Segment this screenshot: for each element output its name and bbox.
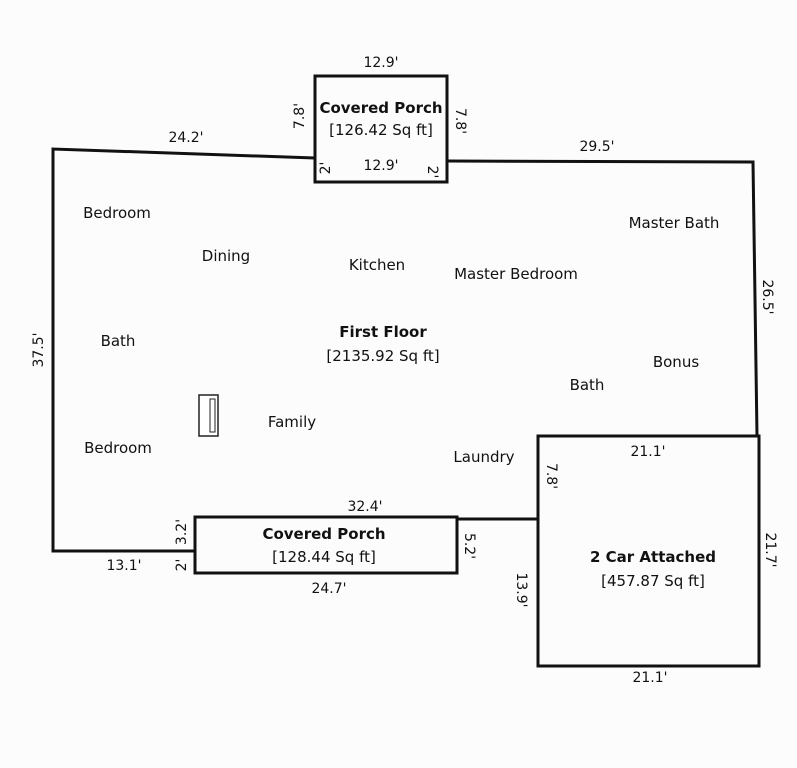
dim-garage-bottom: 21.1' [632,670,667,686]
dim-rear-wall: 32.4' [347,499,382,515]
dim-porch-bottom-left: 3.2' [174,519,190,545]
room-label-bath: Bath [101,332,136,350]
room-label-master-bedroom: Master Bedroom [454,265,578,283]
dim-porch-top-inner-width: 12.9' [363,158,398,174]
dim-garage-left-upper: 7.8' [543,463,559,489]
dim-garage-right: 21.7' [762,532,778,567]
dim-garage-top: 21.1' [630,444,665,460]
porch-bottom-title: Covered Porch [262,525,385,543]
garage-area: [457.87 Sq ft] [601,572,705,590]
dim-left-wall: 37.5' [31,332,47,367]
dim-porch-top-right-depth: 7.8' [452,108,468,134]
dim-porch-top-width: 12.9' [363,55,398,71]
porch-top-title: Covered Porch [319,99,442,117]
fireplace-icon [198,394,219,437]
first-floor-area: [2135.92 Sq ft] [326,347,439,365]
dim-top-left-wall: 24.2' [168,130,203,146]
porch-top-area: [126.42 Sq ft] [329,121,433,139]
garage-outline [536,434,761,668]
garage-title: 2 Car Attached [590,548,716,566]
covered-porch-top [313,74,449,184]
fireplace-hearth [209,398,216,433]
dim-porch-top-left-depth: 7.8' [292,103,308,129]
dim-garage-left-lower: 13.9' [513,572,529,607]
dim-porch-top-left-notch: 2' [318,162,334,175]
dim-porch-bottom-notch: 2' [174,559,190,572]
dim-bottom-left-wall: 13.1' [106,558,141,574]
covered-porch-bottom [193,515,459,575]
room-label-family: Family [268,413,316,431]
dim-porch-top-right-notch: 2' [424,166,440,179]
dim-porch-bottom-right: 5.2' [461,533,477,559]
first-floor-title: First Floor [339,323,427,341]
porch-bottom-area: [128.44 Sq ft] [272,548,376,566]
dim-right-wall: 26.5' [759,279,775,314]
room-label-bonus: Bonus [653,353,699,371]
room-label-bath-2: Bath [570,376,605,394]
first-floor-outline [51,147,316,553]
room-label-kitchen: Kitchen [349,256,405,274]
room-label-dining: Dining [202,247,250,265]
room-label-bedroom: Bedroom [83,204,151,222]
dim-porch-bottom-width: 24.7' [311,581,346,597]
dim-top-right-wall: 29.5' [579,139,614,155]
room-label-bedroom-2: Bedroom [84,439,152,457]
room-label-laundry: Laundry [453,448,514,466]
room-label-master-bath: Master Bath [629,214,720,232]
